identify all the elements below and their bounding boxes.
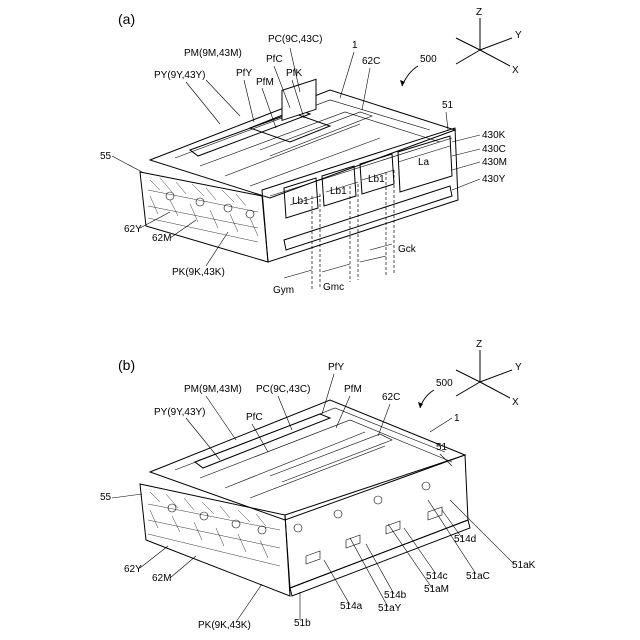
label-pc-a: PC(9C,43C) [268,34,322,45]
label-py-a: PY(9Y,43Y) [154,70,206,81]
label-pfm-b: PfM [344,384,362,395]
ref-500-a: 500 [420,54,437,65]
label-51ay-b: 51aY [378,603,402,614]
label-62m-a: 62M [152,233,171,244]
label-py-b: PY(9Y,43Y) [154,407,206,418]
label-62m-b: 62M [152,573,171,584]
label-62y-b: 62Y [124,564,142,575]
label-55-b: 55 [100,492,112,503]
axis-gizmo-b: Z Y X [456,339,522,408]
label-pm-a: PM(9M,43M) [184,48,242,59]
label-62c-b: 62C [382,392,400,403]
label-51-a: 51 [442,100,454,111]
label-51-b: 51 [436,442,448,453]
label-la-a: La [418,157,430,168]
label-lb1-second-a: Lb1 [330,186,347,197]
label-514b-b: 514b [384,590,407,601]
ref-500-arrow-a [402,66,418,86]
axis-x-label-a: X [512,65,519,76]
label-pk-a: PK(9K,43K) [172,267,225,278]
axis-y-label-a: Y [515,30,522,41]
label-lb1-third-a: Lb1 [368,174,385,185]
label-pfc-b: PfC [246,412,263,423]
axis-gizmo-a: Z Y X [456,7,522,76]
axis-x-label-b: X [512,397,519,408]
label-ref1-b: 1 [454,413,460,424]
label-51ak-b: 51aK [512,560,536,571]
label-gmc-a: Gmc [323,282,344,293]
label-ref1-a: 1 [352,40,358,51]
label-430k-a: 430K [482,130,506,141]
label-51ac-b: 51aC [466,571,490,582]
label-pfc-a: PfC [266,54,283,65]
label-pm-b: PM(9M,43M) [184,384,242,395]
figure-b: (b) Z Y X 500 [100,339,536,631]
ref-500-arrow-b [420,390,434,408]
label-pc-b: PC(9C,43C) [256,384,310,395]
label-51am-b: 51aM [424,584,449,595]
label-pfy-b: PfY [328,362,344,373]
label-pfk-a: PfK [286,68,302,79]
label-51b-b: 51b [294,618,311,629]
label-430y-a: 430Y [482,174,506,185]
label-430m-a: 430M [482,157,507,168]
label-514c-b: 514c [426,571,448,582]
label-430c-a: 430C [482,144,506,155]
cartridge-assembly-a [140,79,458,290]
label-gym-a: Gym [273,285,294,296]
label-62y-a: 62Y [124,224,142,235]
figure-a: (a) Z Y X 500 [100,7,522,296]
label-gck-a: Gck [398,244,417,255]
label-pfy-a: PfY [236,68,252,79]
axis-z-label-b: Z [476,339,482,350]
label-pk-b: PK(9K,43K) [198,620,251,631]
axis-y-label-b: Y [515,362,522,373]
panel-label-a: (a) [118,11,135,27]
label-55-a: 55 [100,151,112,162]
label-lb1-first-a: Lb1 [292,196,309,207]
cartridge-assembly-b [140,400,470,596]
axis-z-label-a: Z [476,7,482,18]
label-pfm-a: PfM [256,77,274,88]
ref-500-b: 500 [436,378,453,389]
panel-label-b: (b) [118,357,135,373]
label-514d-b: 514d [454,534,476,545]
label-62c-a: 62C [362,56,380,67]
label-514a-b: 514a [340,601,363,612]
